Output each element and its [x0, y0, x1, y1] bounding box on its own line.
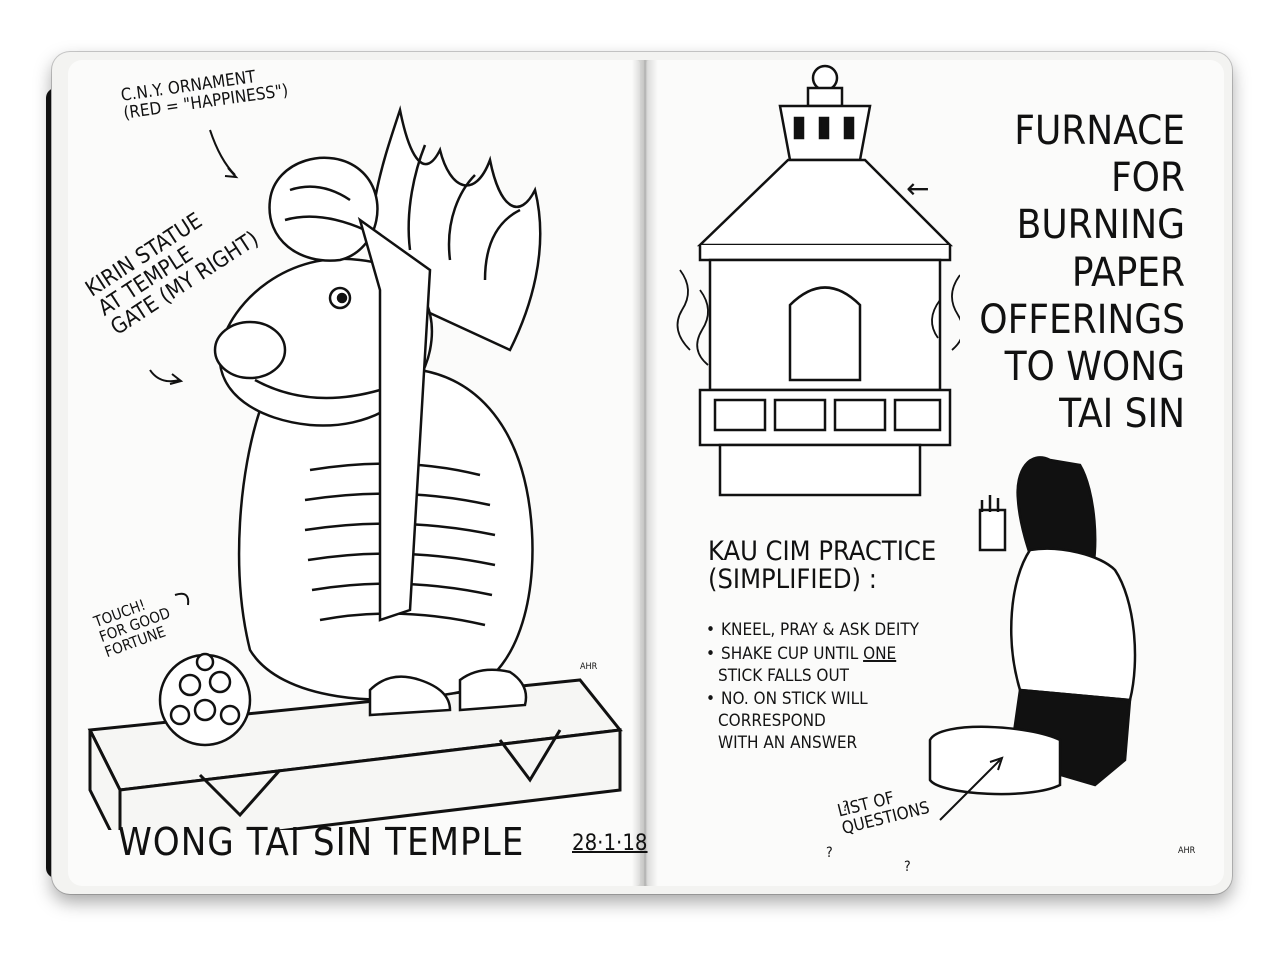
step-item: SHAKE CUP UNTIL ONE STICK FALLS OUT: [706, 644, 966, 688]
furnace-smoke: [676, 269, 960, 366]
question-mark: ?: [904, 859, 911, 875]
furnace-finial: [811, 64, 839, 92]
kau-cim-heading: KAU CIM PRACTICE (SIMPLIFIED) :: [708, 536, 937, 596]
step-item: KNEEL, PRAY & ASK DEITY: [706, 620, 966, 642]
question-mark: ?: [826, 845, 833, 861]
step-text: CORRESPOND: [718, 711, 826, 731]
furnace-door: [788, 286, 862, 382]
furnace-illustration: [676, 64, 960, 497]
left-signature: AHR: [580, 662, 598, 672]
sketch-date: 28·1·18: [572, 831, 648, 856]
right-signature: AHR: [1178, 846, 1196, 856]
kau-cim-heading-line: (SIMPLIFIED) :: [708, 564, 877, 596]
step-text: NO. ON STICK WILL: [721, 689, 868, 710]
fortune-ball: [158, 652, 252, 747]
kau-cim-heading-line: KAU CIM PRACTICE: [708, 536, 937, 567]
woman-jacket: [1010, 547, 1137, 702]
book-gutter: [632, 60, 658, 886]
page-title: WONG TAI SIN TEMPLE: [118, 820, 525, 864]
furnace-note-line: BURNING PAPER: [1016, 202, 1185, 296]
furnace-note-line: FURNACE FOR: [1014, 108, 1185, 202]
furnace-note-line: TO WONG: [1004, 343, 1185, 390]
furnace-note: FURNACE FOR BURNING PAPER OFFERINGS TO W…: [955, 108, 1185, 438]
cny-ornament: [268, 156, 432, 622]
kirin-statue-illustration: [87, 105, 623, 830]
furnace-note-line: OFFERINGS: [979, 296, 1185, 343]
step-text: SHAKE CUP UNTIL: [721, 643, 864, 664]
furnace-arrow-icon: ←: [906, 172, 930, 205]
question-mark: ?: [842, 799, 849, 815]
kau-cim-cup: [978, 508, 1007, 552]
furnace-note-line: TAI SIN: [1059, 391, 1185, 438]
annotation-arrows: [149, 129, 239, 606]
step-text: STICK FALLS OUT: [718, 665, 849, 686]
step-text: WITH AN ANSWER: [718, 732, 858, 753]
kau-cim-steps: KNEEL, PRAY & ASK DEITY SHAKE CUP UNTIL …: [706, 620, 966, 757]
kirin-feet: [368, 668, 528, 717]
step-emphasis: ONE: [863, 643, 897, 664]
list-arrow: [939, 756, 1004, 821]
step-text: KNEEL, PRAY & ASK DEITY: [721, 620, 920, 640]
kneeling-woman-illustration: [928, 456, 1137, 821]
